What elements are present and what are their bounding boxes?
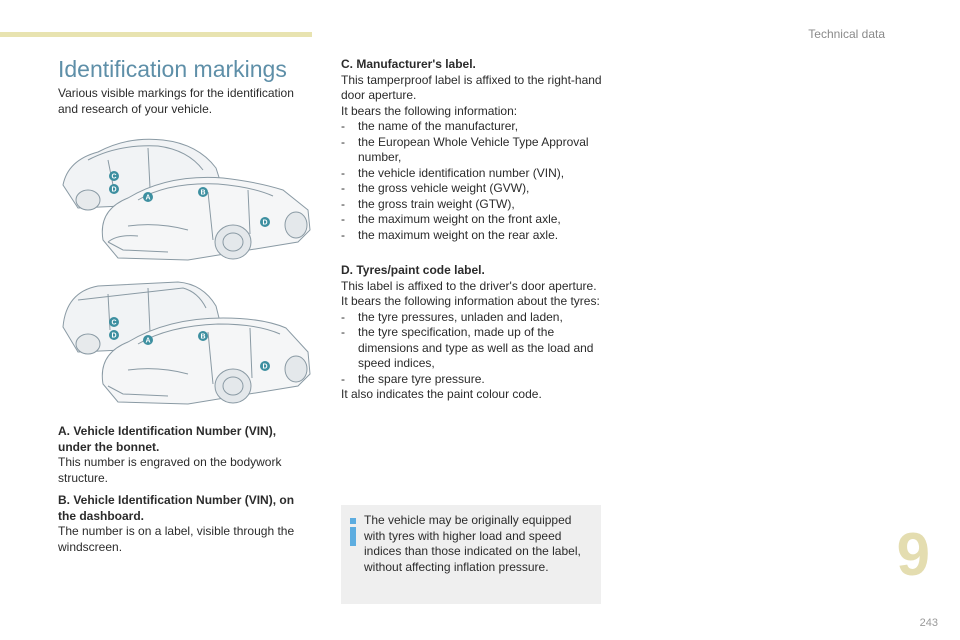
estate-car-drawing: C D A B D <box>62 281 311 405</box>
saloon-illustration: C D A B D <box>58 130 318 270</box>
header-accent-bar <box>0 32 312 37</box>
estate-illustration: C D A B D <box>58 272 318 414</box>
marker-a-2: A <box>146 338 151 345</box>
label-a-heading: A. Vehicle Identification Number (VIN), … <box>58 424 277 454</box>
marker-c: C <box>112 174 117 181</box>
marker-group: C D A B D <box>109 171 270 227</box>
label-a-text: This number is engraved on the bodywork … <box>58 455 282 485</box>
label-c-heading: C. Manufacturer's label. <box>341 57 476 71</box>
chapter-number: 9 <box>896 521 930 588</box>
label-a-block: A. Vehicle Identification Number (VIN), … <box>58 424 308 486</box>
label-b-text: The number is on a label, visible throug… <box>58 524 295 554</box>
marker-d-2: D <box>263 220 268 227</box>
info-icon <box>350 518 356 546</box>
marker-c-2: C <box>112 320 117 327</box>
list-item: the gross train weight (GTW), <box>341 197 616 213</box>
marker-group-2: C D A B D <box>109 317 270 371</box>
list-item: the tyre specification, made up of the d… <box>341 325 616 372</box>
marker-b-2: B <box>201 334 206 341</box>
intro-text: Various visible markings for the identif… <box>58 86 294 116</box>
marker-d: D <box>112 187 117 194</box>
marker-d-4: D <box>263 364 268 371</box>
label-c-list: the name of the manufacturer, the Europe… <box>341 119 616 243</box>
list-item: the name of the manufacturer, <box>341 119 616 135</box>
marker-b: B <box>201 190 206 197</box>
list-item: the maximum weight on the rear axle. <box>341 228 616 244</box>
label-c-block: C. Manufacturer's label. This tamperproo… <box>341 57 616 243</box>
saloon-car-drawing: C D A B D <box>62 138 311 261</box>
label-d-text-1: This label is affixed to the driver's do… <box>341 278 597 293</box>
list-item: the gross vehicle weight (GVW), <box>341 181 616 197</box>
list-item: the tyre pressures, unladen and laden, <box>341 310 616 326</box>
list-item: the maximum weight on the front axle, <box>341 212 616 228</box>
label-d-text-3: It also indicates the paint colour code. <box>341 387 542 401</box>
list-item: the European Whole Vehicle Type Approval… <box>341 135 616 166</box>
label-b-heading: B. Vehicle Identification Number (VIN), … <box>58 493 295 523</box>
marker-d-3: D <box>112 333 117 340</box>
section-name: Technical data <box>808 27 885 41</box>
page-number: 243 <box>919 617 938 629</box>
label-d-text-2: It bears the following information about… <box>341 294 600 308</box>
marker-a: A <box>146 195 151 202</box>
list-item: the vehicle identification number (VIN), <box>341 166 616 182</box>
label-b-block: B. Vehicle Identification Number (VIN), … <box>58 493 308 555</box>
label-c-text-2: It bears the following information: <box>341 103 518 118</box>
label-c-text-1: This tamperproof label is affixed to the… <box>341 72 602 103</box>
info-note-text: The vehicle may be originally equipped w… <box>364 513 581 574</box>
label-d-block: D. Tyres/paint code label. This label is… <box>341 263 616 403</box>
page-title: Identification markings <box>58 56 287 82</box>
label-d-list: the tyre pressures, unladen and laden, t… <box>341 310 616 388</box>
list-item: the spare tyre pressure. <box>341 372 616 388</box>
label-d-heading: D. Tyres/paint code label. <box>341 263 485 277</box>
info-note: The vehicle may be originally equipped w… <box>341 505 601 604</box>
